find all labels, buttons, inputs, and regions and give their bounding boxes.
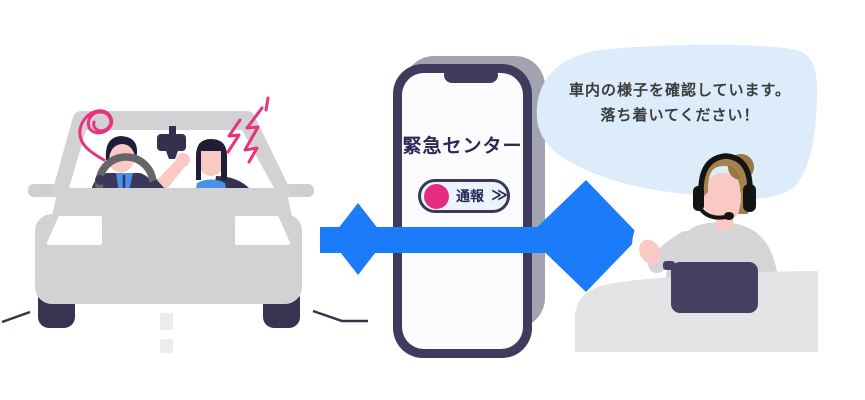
zigzag-bolt-small (226, 118, 242, 154)
headlight-right (235, 216, 290, 245)
call-center-operator-illustration (575, 153, 818, 352)
car-with-passengers-illustration (28, 96, 314, 328)
record-dot-icon (424, 183, 449, 209)
passenger-hair (196, 139, 227, 180)
zigzag-bolt-large (243, 106, 264, 164)
dashcam-mount (169, 126, 176, 136)
driver-hair (105, 136, 138, 160)
two-way-connection-arrow (320, 180, 640, 292)
speech-bubble-line-1: 車内の様子を確認しています。 (568, 82, 792, 99)
operator-hand (639, 239, 661, 265)
speech-bubble-line-2: 落ち着いてください！ (600, 107, 760, 124)
road-dash (160, 313, 173, 330)
stress-scribble-icon (78, 109, 113, 162)
dashcam-icon (157, 126, 186, 159)
road-edge-left (1, 310, 31, 324)
road-dash (160, 339, 173, 353)
side-mirror-left (28, 184, 61, 197)
road-edge-right (312, 309, 368, 323)
headset-earcup-right (743, 184, 756, 212)
headset-mic-arm (698, 206, 727, 220)
headlight-left (47, 216, 102, 245)
connection-diamond-left (330, 203, 386, 275)
driver-raised-hand (176, 153, 190, 167)
road (1, 309, 368, 353)
phone-app-title: 緊急センター (402, 136, 523, 157)
headset-earcup-left (693, 186, 704, 211)
report-button-label: 通報 (456, 188, 484, 204)
headset-band (698, 153, 753, 195)
headset-mic-tip (724, 212, 734, 220)
connection-diamond-right (528, 180, 640, 292)
phone-notch (444, 67, 498, 83)
driver-hand-on-wheel (95, 175, 105, 185)
headset-icon (693, 153, 756, 220)
dashcam-body (157, 134, 186, 151)
passenger-face (198, 146, 224, 176)
speech-bubble-text: 車内の様子を確認しています。 落ち着いてください！ (544, 78, 816, 128)
alert-zigzag-icon (226, 96, 270, 164)
zigzag-tick (264, 96, 270, 112)
report-button[interactable]: 通報 ≫ (418, 179, 510, 213)
dashcam-lens (166, 151, 178, 159)
double-chevron-right-icon: ≫ (491, 187, 508, 204)
operator-sleeve (648, 231, 695, 273)
laptop-icon (671, 262, 758, 313)
operator-hair (700, 157, 748, 199)
operator-face (702, 173, 744, 221)
car-cowl (52, 188, 292, 216)
